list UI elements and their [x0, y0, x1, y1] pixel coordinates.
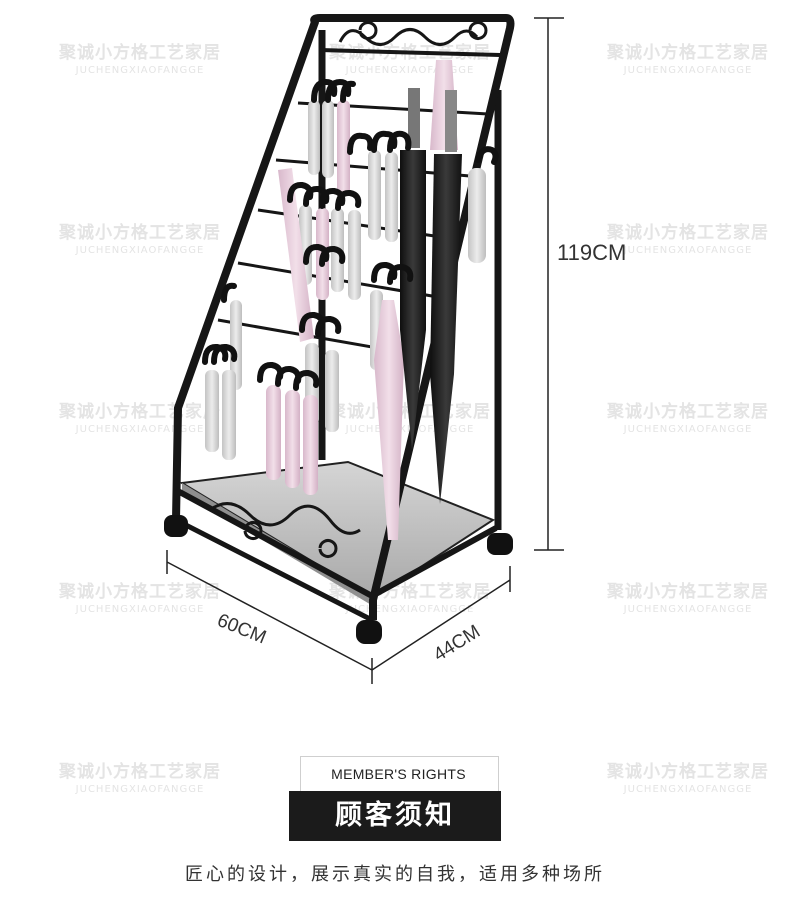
section-header-frame — [300, 756, 499, 793]
dimension-lines — [166, 17, 564, 684]
umbrella-rack-illustration — [164, 14, 564, 684]
black-umbrellas — [400, 88, 462, 504]
section-subtitle: MEMBER'S RIGHTS — [331, 766, 466, 782]
caster-wheels — [164, 515, 513, 644]
scroll-ornament — [338, 21, 488, 46]
umbrella-handles — [202, 78, 499, 391]
pink-umbrellas — [266, 60, 458, 540]
height-dimension-label: 119CM — [557, 240, 627, 265]
tagline-text: 匠心的设计，展示真实的自我，适用多种场所 — [185, 864, 605, 885]
section-title-banner: 顾客须知 — [289, 791, 501, 841]
